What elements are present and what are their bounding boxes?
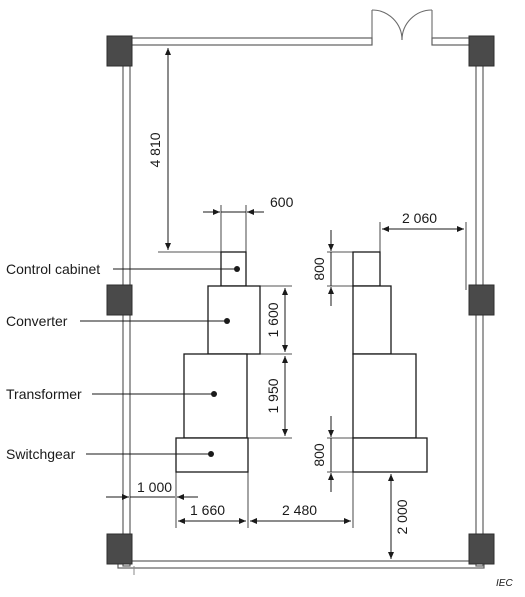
- control-cabinet-right: [352, 251, 381, 287]
- label-leaders: [80, 268, 237, 455]
- dim-unit-spacing: 2 480: [250, 472, 354, 528]
- dim-wall-to-cabinet: 4 810: [147, 48, 246, 253]
- top-wall-left: [117, 37, 373, 46]
- dim-left-wall-gap: 1 000: [106, 472, 198, 528]
- converter-right: [352, 285, 392, 355]
- switchgear-right: [352, 437, 428, 473]
- converter-left: [207, 285, 261, 355]
- dim-text-1000: 1 000: [137, 479, 172, 495]
- dim-text-800-top: 800: [311, 257, 327, 281]
- column-mid-right: [468, 284, 495, 316]
- label-transformer: Transformer: [6, 386, 82, 402]
- column-bottom-right: [468, 533, 495, 565]
- dim-transformer-height: 1 950: [247, 356, 292, 439]
- dim-text-800-bottom: 800: [311, 443, 327, 467]
- column-mid-left: [106, 284, 133, 316]
- dim-right-cabinet-height: 800: [311, 230, 353, 306]
- double-door-icon: [371, 9, 433, 41]
- switchgear-left: [175, 437, 249, 473]
- label-control-cabinet: Control cabinet: [6, 261, 100, 277]
- left-unit: [175, 251, 261, 473]
- dim-right-switchgear-height: 800: [311, 416, 353, 492]
- label-converter: Converter: [6, 313, 68, 329]
- dim-switchgear-width: 1 660: [178, 472, 249, 528]
- building-columns: [106, 35, 495, 565]
- dim-text-2000: 2 000: [394, 499, 410, 534]
- column-bottom-left: [106, 533, 133, 565]
- dim-text-1950: 1 950: [265, 378, 281, 413]
- dim-text-2060: 2 060: [402, 210, 437, 226]
- column-top-right: [468, 35, 495, 67]
- label-switchgear: Switchgear: [6, 446, 76, 462]
- dim-text-600: 600: [270, 194, 294, 210]
- right-unit: [352, 251, 428, 473]
- dim-text-1660: 1 660: [190, 502, 225, 518]
- dim-text-2480: 2 480: [282, 502, 317, 518]
- transformer-right: [352, 353, 417, 439]
- bottom-wall: [117, 560, 485, 569]
- dim-right-wall-gap: 2 060: [379, 210, 467, 290]
- dim-text-1600: 1 600: [265, 302, 281, 337]
- room-walls: [117, 37, 485, 575]
- iec-watermark: IEC: [496, 578, 513, 589]
- dim-bottom-wall-gap: 2 000: [388, 474, 410, 559]
- column-top-left: [106, 35, 133, 67]
- dim-cabinet-width: 600: [203, 194, 294, 252]
- dim-text-4810: 4 810: [147, 132, 163, 167]
- dim-converter-height: 1 600: [260, 285, 292, 355]
